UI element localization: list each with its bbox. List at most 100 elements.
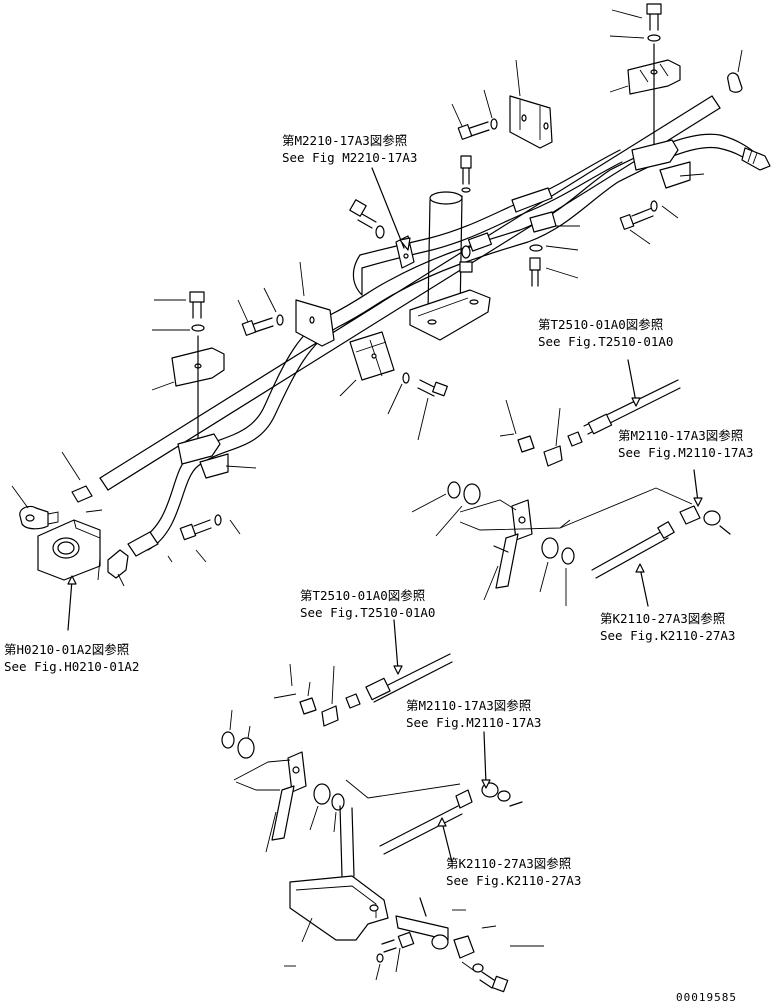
bolt-top-center [457, 118, 498, 140]
leader-line [167, 555, 173, 563]
ref-jp: 第M2110-17A3図参照 [406, 698, 531, 713]
leader-line [483, 89, 493, 119]
leader-line [263, 287, 277, 313]
nuts-center [299, 693, 361, 727]
leader-line [61, 451, 81, 481]
lever-fitting-left [19, 505, 59, 530]
leader-line [435, 505, 463, 537]
coupling-center [459, 232, 493, 273]
leader-line [481, 925, 497, 929]
callout-outline [459, 499, 517, 513]
leader-line [545, 267, 579, 279]
bushing-right [541, 537, 575, 565]
bolt-top [646, 3, 662, 31]
leader-line [299, 261, 305, 297]
leader-line [679, 173, 705, 177]
ref-label-t2510-center: 第T2510-01A0図参照 See Fig.T2510-01A0 [300, 588, 435, 620]
leader-line [737, 49, 743, 73]
ref-jp: 第K2110-27A3図参照 [600, 611, 725, 626]
leader-arrow [693, 469, 699, 503]
callout-outline [233, 759, 291, 781]
bolt-left-column [349, 199, 385, 239]
mounting-bracket-top [509, 95, 553, 149]
bolt-right-mid [619, 200, 658, 230]
leader-line [237, 299, 249, 323]
leader-line [301, 917, 313, 943]
leader-line [451, 103, 463, 127]
ref-label-m2110-center: 第M2110-17A3図参照 See Fig.M2110-17A3 [406, 698, 541, 730]
leader-arrow [483, 731, 487, 785]
leader-line [539, 561, 549, 593]
bolt-bottom-right [479, 971, 509, 993]
rod-end-m2110-right [679, 505, 731, 535]
bolt-vertical-center [460, 155, 472, 193]
leader-line [247, 725, 251, 739]
leader-line [265, 811, 277, 853]
ref-label-h0210-left: 第H0210-01A2図参照 See Fig.H0210-01A2 [4, 642, 139, 674]
rod-k2110-center [379, 805, 463, 855]
leader-line [195, 549, 207, 563]
hose-end-fitting [107, 531, 159, 579]
ref-en: See Fig.H0210-01A2 [4, 659, 139, 674]
ref-jp: 第M2210-17A3図参照 [282, 133, 407, 148]
drawing-number: 00019585 [676, 991, 737, 1004]
rod-end-m2110-center [455, 782, 523, 809]
leader-line [387, 383, 403, 415]
clamp-block-center [349, 331, 395, 381]
ref-jp: 第T2510-01A0図参照 [300, 588, 425, 603]
leader-arrow [639, 567, 649, 607]
leader-line [515, 59, 521, 97]
leader-line [609, 85, 629, 93]
bushing-center [313, 783, 345, 811]
arrowhead [635, 563, 645, 573]
leader-line [307, 681, 311, 697]
washer-stack-center [221, 731, 255, 759]
ref-en: See Fig.M2110-17A3 [406, 715, 541, 730]
leader-line [611, 9, 643, 19]
cap-right [727, 72, 743, 93]
leader-line [483, 565, 499, 601]
ref-jp: 第H0210-01A2図参照 [4, 642, 129, 657]
leader-line [229, 519, 241, 535]
ref-en: See Fig.T2510-01A0 [538, 334, 673, 349]
callout-outline [655, 487, 693, 505]
arrowhead [399, 237, 411, 251]
lever-arm-center [271, 751, 307, 841]
washer-top [647, 34, 661, 42]
leader-line [333, 811, 337, 833]
arrowhead [481, 779, 491, 789]
ref-label-m2110-right: 第M2110-17A3図参照 See Fig.M2110-17A3 [618, 428, 753, 460]
link-rod-bottom [395, 897, 449, 950]
cable-end-fitting [741, 147, 771, 171]
ref-label-k2110-bottom: 第K2110-27A3図参照 See Fig.K2110-27A3 [446, 856, 581, 888]
leader-arrow [371, 167, 405, 249]
main-control-rod [99, 95, 721, 491]
leader-line [461, 961, 477, 973]
leader-line [629, 229, 651, 245]
leader-arrow [393, 619, 399, 671]
arrowhead [67, 575, 77, 585]
leader-line [375, 963, 381, 981]
clamp-right-lower [631, 139, 691, 189]
bolt-bottom [376, 931, 415, 963]
rod-t2510-right [583, 379, 681, 435]
leader-line [225, 465, 257, 469]
ref-en: See Fig.M2110-17A3 [618, 445, 753, 460]
clevis-pin-bottom [453, 935, 484, 973]
leader-line [417, 397, 429, 441]
leader-line [339, 379, 357, 397]
leader-line [309, 805, 319, 831]
ref-label-m2210-top: 第M2210-17A3図参照 See Fig M2210-17A3 [282, 133, 417, 165]
nuts-right [517, 431, 583, 467]
leader-line [151, 381, 175, 391]
leader-arrow [627, 359, 637, 403]
leader-line [545, 245, 579, 251]
leader-line [499, 433, 515, 437]
callout-outline [345, 779, 461, 799]
ref-en: See Fig.K2110-27A3 [446, 873, 581, 888]
ref-en: See Fig.T2510-01A0 [300, 605, 435, 620]
leader-line [117, 573, 125, 587]
rod-t2510-center [365, 653, 453, 703]
leader-line [609, 35, 645, 39]
nut-left [71, 485, 93, 503]
